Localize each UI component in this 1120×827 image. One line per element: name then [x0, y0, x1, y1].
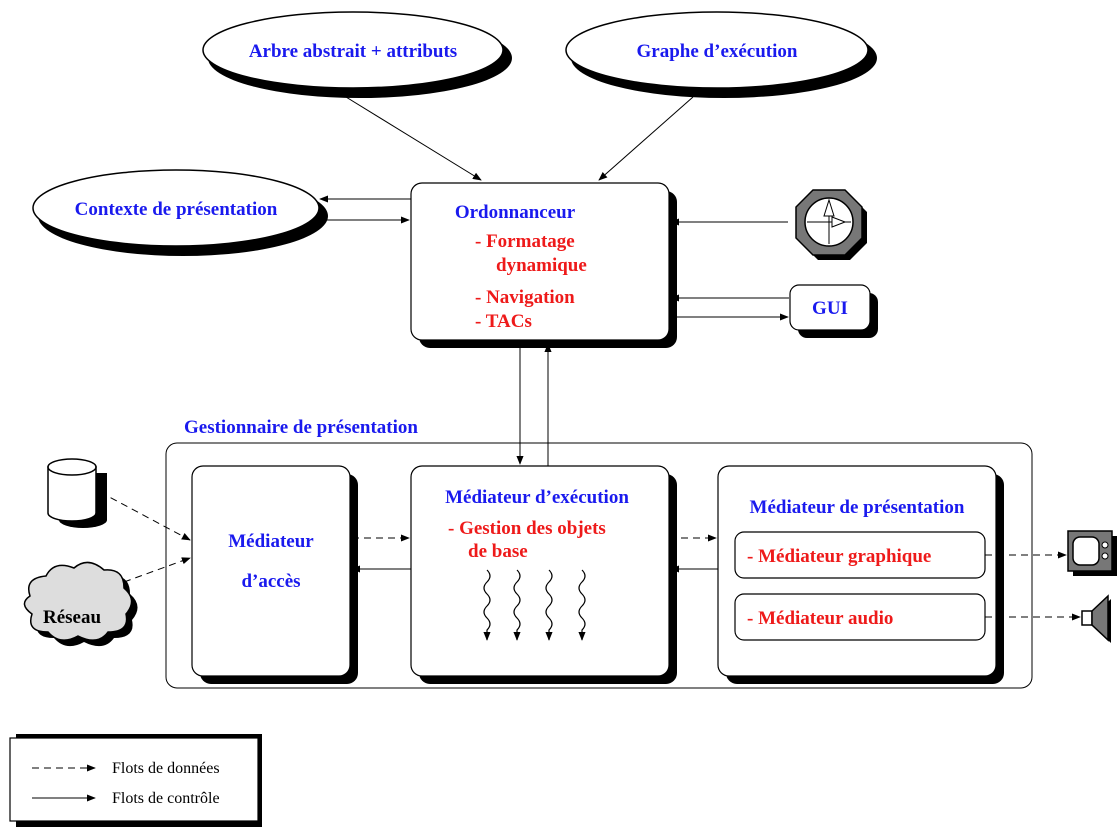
- data-flow-arrows: [99, 491, 1081, 621]
- scheduler-item-formatting: - Formatage: [475, 231, 575, 252]
- legend-control-flow: Flots de contrôle: [112, 790, 220, 807]
- pres-mediator-title: Médiateur de présentation: [750, 497, 965, 518]
- presentation-context-node: Contexte de présentation: [32, 169, 328, 256]
- wavy-arrows: [483, 569, 586, 641]
- scheduler-item-navigation: - Navigation: [475, 287, 575, 308]
- exec-mediator-box: Médiateur d’exécution - Gestion des obje…: [410, 465, 677, 684]
- scheduler-item-tacs: - TACs: [475, 311, 532, 332]
- audio-mediator-label: - Médiateur audio: [747, 608, 893, 629]
- monitor-icon: [1067, 530, 1117, 576]
- database-icon: [47, 458, 107, 528]
- abstract-tree-node: Arbre abstrait + attributs: [202, 11, 512, 98]
- clock-icon: [795, 189, 867, 260]
- access-mediator-title: Médiateur: [228, 531, 314, 552]
- exec-graph-node: Graphe d’exécution: [565, 11, 877, 98]
- speaker-icon: [1081, 594, 1111, 643]
- exec-graph-label: Graphe d’exécution: [637, 41, 798, 62]
- access-mediator-subtitle: d’accès: [241, 571, 300, 592]
- exec-mediator-title: Médiateur d’exécution: [445, 487, 629, 508]
- presentation-context-label: Contexte de présentation: [75, 199, 278, 220]
- graphic-mediator-label: - Médiateur graphique: [747, 546, 931, 567]
- network-cloud: Réseau: [23, 561, 138, 647]
- presentation-manager-label: Gestionnaire de présentation: [184, 417, 418, 438]
- abstract-tree-label: Arbre abstrait + attributs: [249, 41, 457, 62]
- access-mediator-box: Médiateur d’accès: [191, 465, 358, 684]
- pres-mediator-box: Médiateur de présentation - Médiateur gr…: [717, 465, 1004, 684]
- exec-mediator-item-cont: de base: [468, 541, 528, 562]
- control-flow-arrows: [319, 96, 789, 573]
- scheduler-item-formatting-cont: dynamique: [496, 255, 587, 276]
- gui-box: GUI: [789, 284, 878, 338]
- scheduler-box: Ordonnanceur - Formatage dynamique - Nav…: [410, 182, 677, 348]
- scheduler-title: Ordonnanceur: [455, 202, 576, 223]
- legend: Flots de données Flots de contrôle: [9, 734, 262, 827]
- gui-label: GUI: [812, 298, 848, 319]
- exec-mediator-item: - Gestion des objets: [448, 518, 606, 539]
- network-label: Réseau: [43, 607, 101, 628]
- legend-data-flow: Flots de données: [112, 760, 220, 777]
